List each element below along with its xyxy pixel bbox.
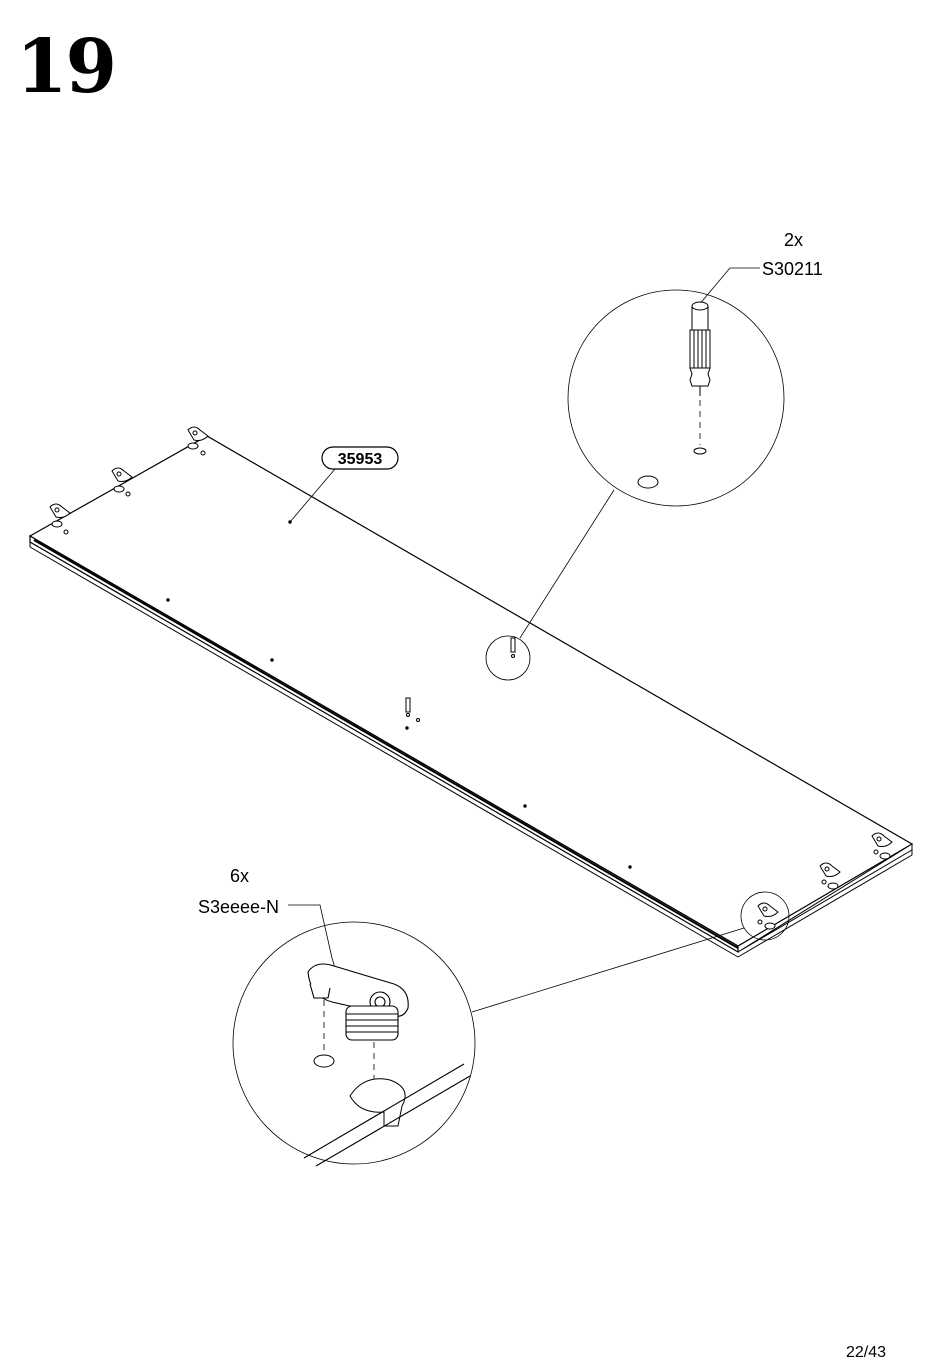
cam-detail-leader — [472, 928, 744, 1012]
part-label: 35953 — [338, 451, 383, 468]
panel-35953 — [30, 436, 912, 957]
page-number: 22/43 — [846, 1344, 886, 1362]
dowel-detail-leader — [520, 490, 614, 638]
cam-detail-circle — [233, 905, 475, 1166]
dowel-detail-circle — [568, 268, 784, 506]
